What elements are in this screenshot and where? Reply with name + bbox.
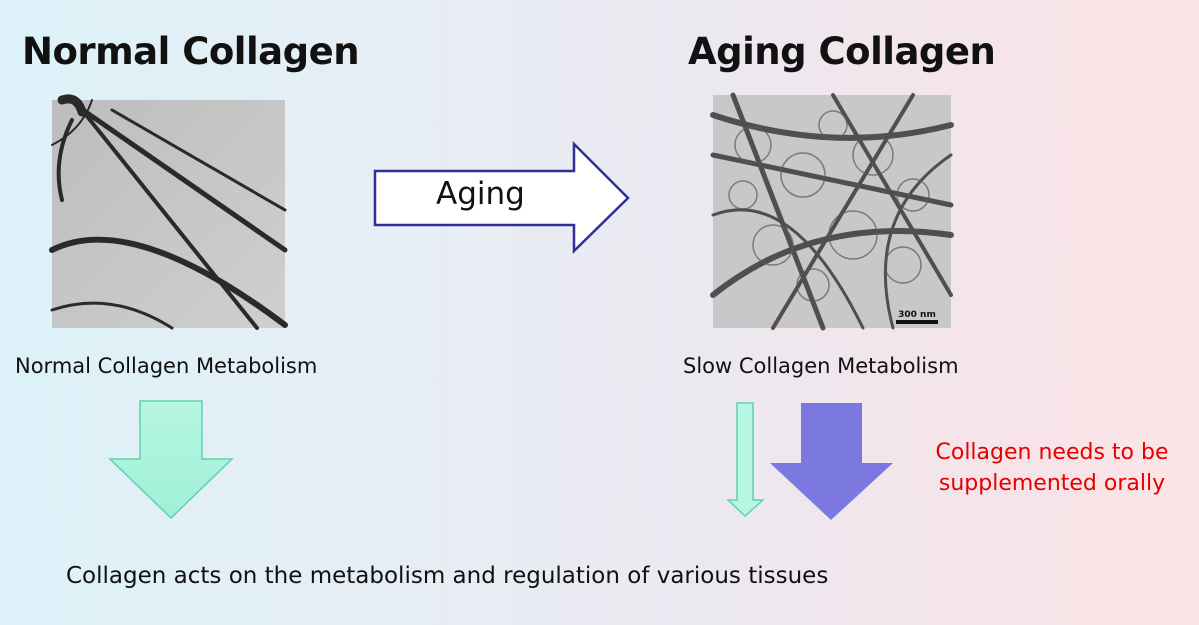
normal-collagen-title: Normal Collagen xyxy=(22,30,360,73)
footer-statement: Collagen acts on the metabolism and regu… xyxy=(66,563,829,589)
slow-metabolism-thin-arrow xyxy=(726,402,765,518)
aging-arrow-label: Aging xyxy=(436,176,525,212)
supplement-note-line2: supplemented orally xyxy=(938,471,1166,496)
slow-metabolism-caption: Slow Collagen Metabolism xyxy=(683,354,959,378)
aging-process-arrow xyxy=(373,140,630,254)
supplement-down-arrow xyxy=(770,403,893,520)
normal-down-arrow xyxy=(108,400,234,520)
aging-collagen-title: Aging Collagen xyxy=(688,30,996,73)
supplement-note-line1: Collagen needs to be xyxy=(935,440,1169,465)
aging-collagen-micrograph: 300 nm xyxy=(710,92,954,331)
normal-collagen-micrograph xyxy=(49,94,288,330)
scale-bar-label: 300 nm xyxy=(898,310,936,320)
supplement-note: Collagen needs to be supplemented orally xyxy=(912,437,1192,499)
normal-metabolism-caption: Normal Collagen Metabolism xyxy=(15,354,318,378)
